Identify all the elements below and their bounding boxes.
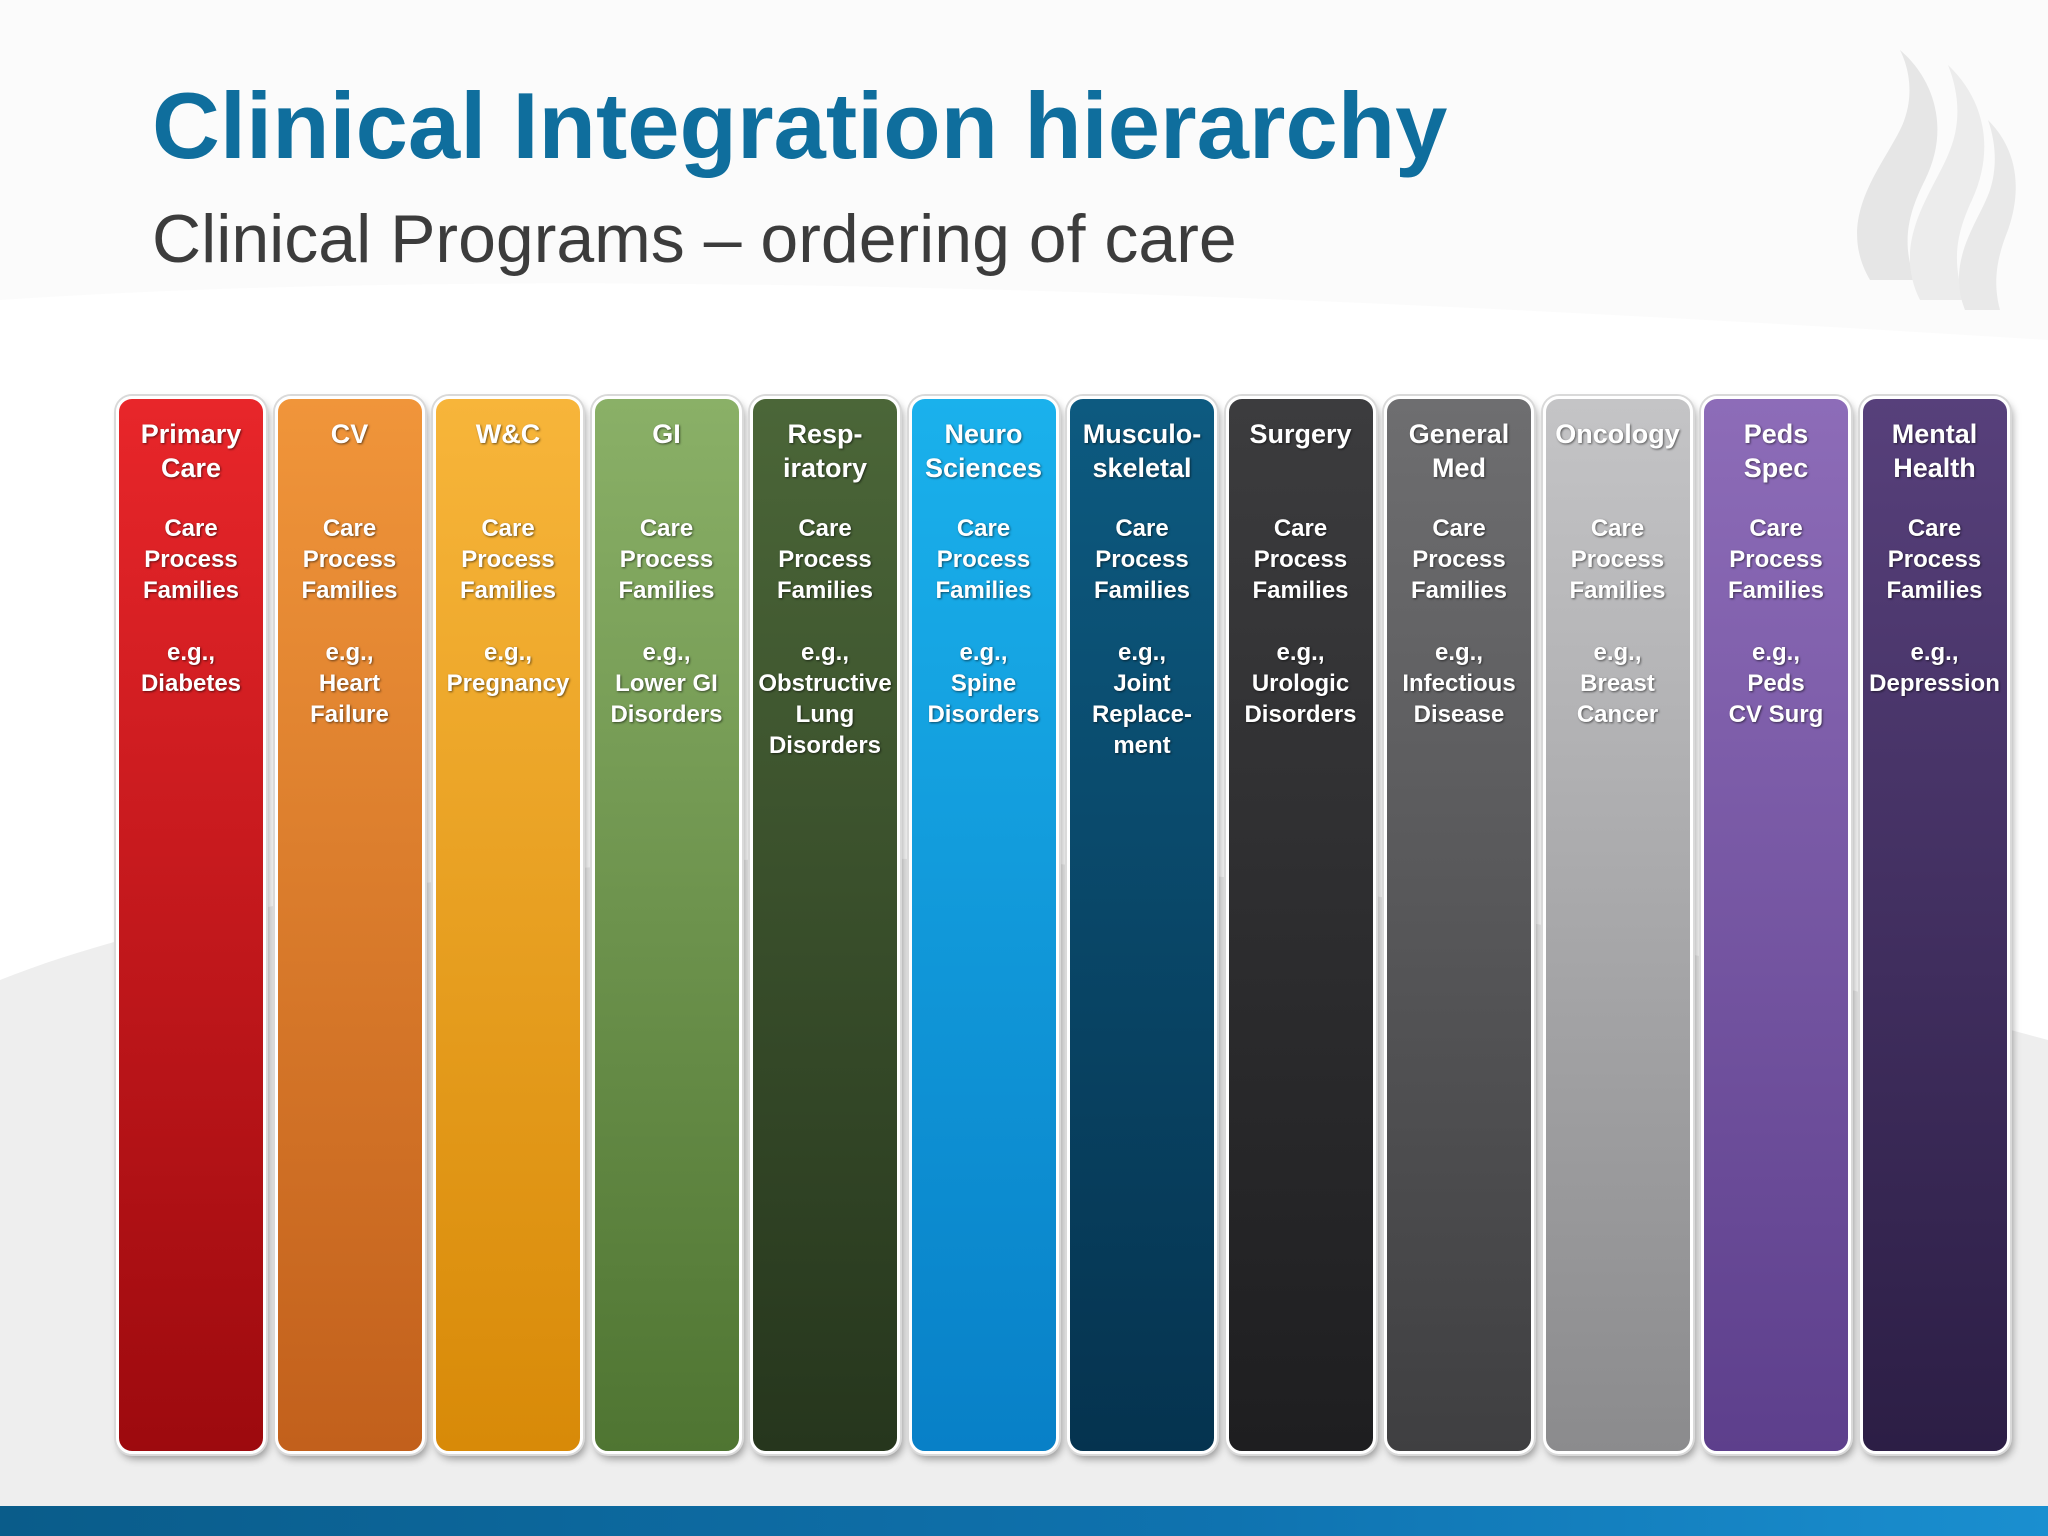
program-example: e.g., Lower GI Disorders (610, 639, 723, 728)
program-name: General Med (1408, 419, 1510, 483)
program-example: e.g., Peds CV Surg (1728, 639, 1824, 728)
program-name: Primary Care (140, 419, 242, 483)
program-name: Surgery (1249, 419, 1352, 449)
program-example: e.g., Urologic Disorders (1244, 639, 1357, 728)
program-example: e.g., Obstructive Lung Disorders (758, 639, 892, 759)
program-example: e.g., Breast Cancer (1576, 639, 1659, 728)
program-care-families: Care Process Families (1569, 515, 1666, 604)
program-care-families: Care Process Families (301, 515, 398, 604)
program-example: e.g., Joint Replace- ment (1091, 639, 1193, 759)
program-care-families: Care Process Families (459, 515, 557, 604)
program-column: CV Care Process Families e.g., Heart Failu… (274, 396, 425, 1454)
program-column: W&C Care Process Families e.g., Pregnancy (433, 396, 583, 1454)
program-name: Resp- iratory (782, 419, 868, 483)
slide-subtitle: Clinical Programs – ordering of care (152, 201, 1237, 277)
program-care-families: Care Process Families (935, 515, 1032, 604)
program-name: CV (330, 419, 369, 449)
program-care-families: Care Process Families (1252, 515, 1349, 604)
program-name: Peds Spec (1743, 419, 1809, 483)
program-name: Oncology (1555, 419, 1680, 449)
program-care-families: Care Process Families (1093, 515, 1191, 604)
program-care-families: Care Process Families (776, 515, 874, 604)
program-care-families: Care Process Families (618, 515, 715, 604)
bottom-bar (0, 1506, 2048, 1536)
flame-logo-icon (1857, 50, 2016, 310)
program-column: GI Care Process Families e.g., Lower GI Di… (591, 396, 742, 1454)
program-name: GI (652, 419, 681, 449)
program-name: W&C (475, 419, 541, 449)
program-name: Musculo- skeletal (1082, 419, 1202, 483)
program-care-families: Care Process Families (1727, 515, 1825, 604)
program-example: e.g., Spine Disorders (927, 639, 1040, 728)
program-care-families: Care Process Families (1410, 515, 1508, 604)
program-name: Neuro Sciences (924, 419, 1043, 483)
program-example: e.g., Heart Failure (310, 639, 389, 728)
program-example: e.g., Depression (1869, 639, 2000, 697)
program-care-families: Care Process Families (1886, 515, 1983, 604)
program-name: Mental Health (1891, 419, 1978, 483)
program-example: e.g., Pregnancy (446, 639, 570, 697)
slide-title: Clinical Integration hierarchy (152, 73, 1448, 178)
program-example: e.g., Diabetes (140, 639, 242, 697)
program-care-families: Care Process Families (142, 515, 240, 604)
program-example: e.g., Infectious Disease (1402, 639, 1516, 728)
